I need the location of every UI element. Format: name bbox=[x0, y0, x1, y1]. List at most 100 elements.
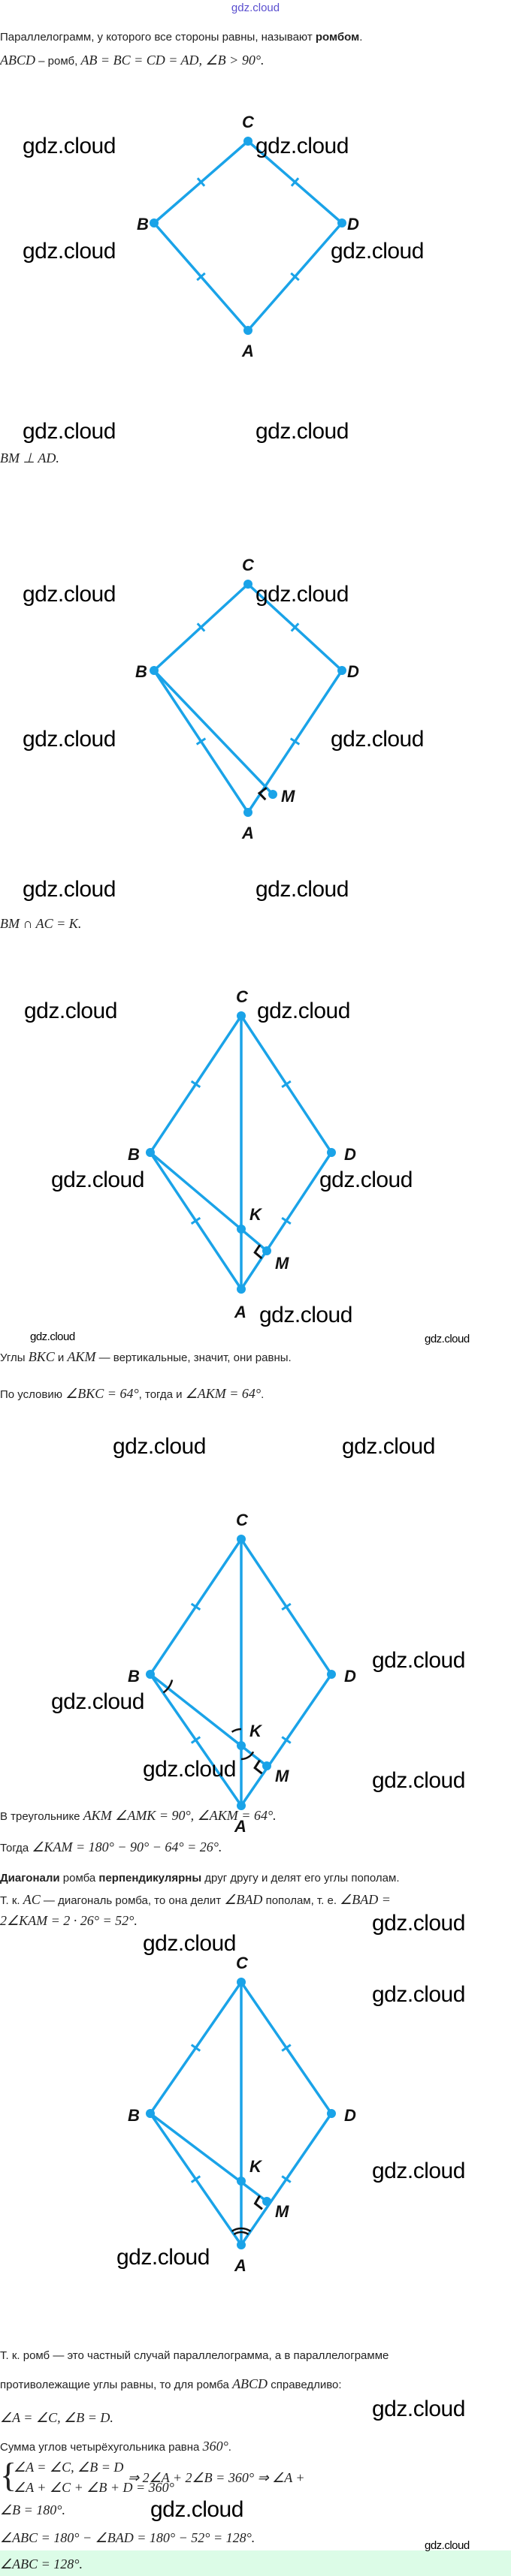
vertex-label-c: C bbox=[242, 113, 255, 131]
vertex-label-m: M bbox=[275, 1254, 289, 1273]
text-line: ∠B = 180°. bbox=[0, 2502, 65, 2519]
text-line: ∠A = ∠C, ∠B = D. bbox=[0, 2410, 113, 2427]
bold-term: ромбом bbox=[315, 31, 360, 44]
text-segment: пополам, т. е. bbox=[262, 1894, 340, 1907]
point-b bbox=[146, 1148, 155, 1157]
gdz-watermark: gdz.cloud bbox=[342, 1434, 435, 1459]
gdz-watermark: gdz.cloud bbox=[256, 877, 349, 902]
text-line: BM ∩ AC = K. bbox=[0, 916, 81, 932]
right-angle-mark bbox=[253, 1759, 263, 1775]
gdz-watermark: gdz.cloud bbox=[425, 2539, 470, 2552]
gdz-watermark: gdz.cloud bbox=[113, 1434, 206, 1459]
gdz-watermark: gdz.cloud bbox=[30, 1330, 75, 1343]
equal-side-tick bbox=[190, 1216, 201, 1225]
equal-side-tick bbox=[281, 2175, 292, 2183]
segment-bm bbox=[149, 1151, 268, 1252]
equal-side-tick bbox=[196, 272, 206, 282]
text-line: противолежащие углы равны, то для ромба … bbox=[0, 2376, 342, 2393]
math-expression: BM ⊥ AD. bbox=[0, 450, 59, 465]
math-expression: AKM ∠AMK = 90°, ∠AKM = 64°. bbox=[83, 1808, 277, 1823]
text-segment: , тогда и bbox=[138, 1388, 186, 1401]
point-d bbox=[327, 1148, 336, 1157]
angle-b-arc bbox=[162, 1680, 174, 1694]
equal-side-tick bbox=[190, 1736, 201, 1744]
math-expression: ∠A = ∠C, ∠B = D bbox=[14, 2460, 124, 2475]
text-segment: – ромб, bbox=[35, 55, 81, 68]
gdz-watermark: gdz.cloud bbox=[51, 1167, 144, 1192]
equal-side-tick bbox=[281, 1216, 292, 1225]
angle-bkc-arc bbox=[231, 1728, 242, 1733]
text-line: ⇒ 2∠A + 2∠B = 360° ⇒ ∠A + bbox=[128, 2470, 305, 2487]
point-m bbox=[262, 1761, 271, 1770]
point-d bbox=[337, 666, 346, 675]
vertex-label-b: B bbox=[135, 662, 147, 681]
vertex-label-a: A bbox=[234, 1303, 246, 1321]
site-watermark: gdz.cloud bbox=[231, 2, 280, 14]
text-line: Т. к. AC — диагональ ромба, то она делит… bbox=[0, 1892, 391, 1909]
gdz-watermark: gdz.cloud bbox=[256, 582, 349, 607]
equal-side-tick bbox=[190, 2044, 201, 2052]
equal-side-tick bbox=[196, 622, 206, 632]
vertex-label-d: D bbox=[347, 215, 359, 233]
answer-box bbox=[0, 2550, 511, 2576]
gdz-watermark: gdz.cloud bbox=[23, 419, 116, 444]
text-segment: Углы bbox=[0, 1351, 29, 1364]
text-line: ∠A = ∠C, ∠B = D bbox=[14, 2460, 123, 2476]
text-line: 2∠KAM = 2 · 26° = 52°. bbox=[0, 1913, 138, 1930]
point-c bbox=[237, 1011, 246, 1020]
math-expression: ∠A + ∠C + ∠B + D = 360° bbox=[14, 2480, 174, 2495]
point-b bbox=[146, 1670, 155, 1679]
equal-side-tick bbox=[290, 622, 300, 632]
text-segment: Т. к. bbox=[0, 1894, 23, 1907]
vertex-label-b: B bbox=[137, 215, 149, 233]
vertex-label-b: B bbox=[128, 1667, 140, 1686]
equal-side-tick bbox=[190, 1080, 201, 1089]
equal-side-tick bbox=[281, 1736, 292, 1744]
text-segment: — диагональ ромба, то она делит bbox=[40, 1894, 225, 1907]
vertex-label-m: M bbox=[275, 2202, 289, 2221]
point-c bbox=[237, 1978, 246, 1987]
math-expression: ∠KAM = 180° − 90° − 64° = 26°. bbox=[32, 1839, 222, 1854]
equal-side-tick bbox=[281, 1602, 292, 1611]
math-expression: AC bbox=[23, 1892, 41, 1907]
point-a bbox=[243, 808, 252, 817]
math-expression: ∠AKM = 64° bbox=[185, 1386, 262, 1401]
angle-bad-arc-inner bbox=[233, 2231, 249, 2236]
vertex-label-a: A bbox=[241, 342, 254, 360]
gdz-watermark: gdz.cloud bbox=[372, 2159, 465, 2183]
equal-side-tick bbox=[281, 1080, 292, 1089]
point-a bbox=[237, 1285, 246, 1294]
math-expression: BM ∩ AC = K. bbox=[0, 916, 82, 931]
gdz-watermark: gdz.cloud bbox=[319, 1167, 413, 1192]
vertex-label-d: D bbox=[347, 662, 359, 681]
point-b bbox=[150, 666, 159, 675]
gdz-watermark: gdz.cloud bbox=[24, 999, 117, 1023]
gdz-watermark: gdz.cloud bbox=[23, 877, 116, 902]
vertex-label-m: M bbox=[275, 1767, 289, 1785]
gdz-watermark: gdz.cloud bbox=[256, 134, 349, 158]
point-a bbox=[243, 326, 252, 335]
point-m bbox=[262, 2197, 271, 2206]
segment-bm bbox=[149, 1673, 268, 1767]
gdz-watermark: gdz.cloud bbox=[425, 1333, 470, 1345]
gdz-watermark: gdz.cloud bbox=[331, 727, 424, 752]
gdz-watermark: gdz.cloud bbox=[143, 1757, 236, 1782]
text-segment: По условию bbox=[0, 1388, 66, 1401]
equal-side-tick bbox=[290, 177, 300, 187]
gdz-watermark: gdz.cloud bbox=[259, 1303, 352, 1327]
text-segment: — вертикальные, значит, они равны. bbox=[95, 1351, 292, 1364]
text-segment: В треугольнике bbox=[0, 1810, 83, 1823]
math-expression: ∠ABC = 180° − ∠BAD = 180° − 52° = 128°. bbox=[0, 2530, 256, 2545]
vertex-label-c: C bbox=[242, 556, 255, 574]
point-k bbox=[237, 1741, 246, 1750]
text-line: Тогда ∠KAM = 180° − 90° − 64° = 26°. bbox=[0, 1839, 222, 1856]
vertex-label-c: C bbox=[236, 1511, 249, 1529]
gdz-watermark: gdz.cloud bbox=[23, 727, 116, 752]
text-line: ∠ABC = 180° − ∠BAD = 180° − 52° = 128°. bbox=[0, 2530, 255, 2547]
equal-side-tick bbox=[190, 2175, 201, 2183]
vertex-label-m: M bbox=[281, 787, 295, 806]
vertex-label-d: D bbox=[344, 1667, 356, 1686]
gdz-watermark: gdz.cloud bbox=[23, 239, 116, 264]
gdz-watermark: gdz.cloud bbox=[23, 582, 116, 607]
